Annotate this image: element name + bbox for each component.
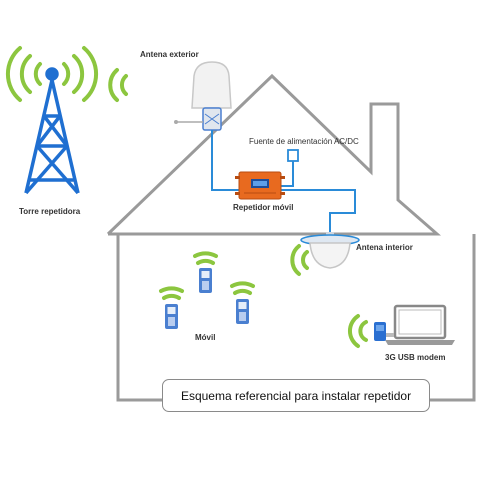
phone-icon — [165, 304, 178, 329]
usb-modem-label: 3G USB modem — [385, 353, 445, 362]
internal-antenna-label: Antena interior — [356, 243, 413, 252]
power-supply-icon — [287, 149, 299, 162]
tower-label: Torre repetidora — [19, 207, 81, 216]
signal-waves-icon — [159, 251, 255, 300]
tower-icon — [24, 67, 80, 195]
antenna-icon — [174, 61, 232, 131]
phones-label: Móvil — [195, 333, 215, 342]
signal-waves-icon — [348, 314, 368, 348]
ceiling-antenna-icon — [300, 232, 360, 269]
caption-box: Esquema referencial para instalar repeti… — [162, 379, 430, 412]
external-antenna-label: Antena exterior — [140, 50, 199, 59]
usb-modem-icon — [374, 322, 394, 341]
phone-icon — [236, 299, 249, 324]
signal-waves-icon — [108, 68, 128, 102]
laptop-icon — [385, 304, 455, 345]
caption-text: Esquema referencial para instalar repeti… — [180, 388, 412, 403]
signal-waves-icon — [290, 244, 309, 276]
signal-waves-icon — [5, 46, 99, 102]
house-outline — [106, 73, 476, 402]
phone-icon — [199, 268, 212, 293]
cable — [211, 130, 356, 232]
repeater-icon — [235, 171, 285, 200]
power-supply-label: Fuente de alimentación AC/DC — [249, 137, 359, 146]
repeater-label: Repetidor móvil — [233, 203, 293, 212]
